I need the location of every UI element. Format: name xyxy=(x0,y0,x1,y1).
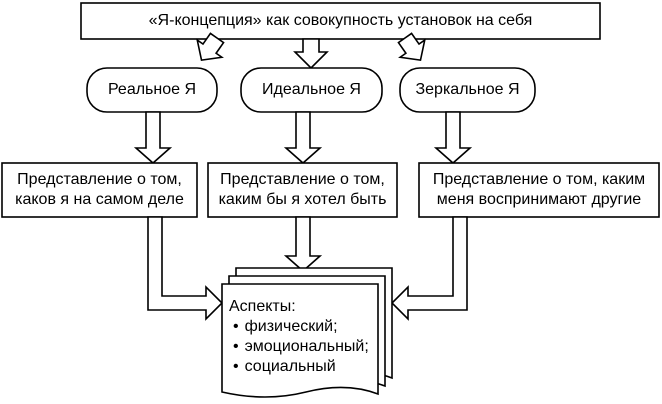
desc-mirror-line-1: Представление о том, каким xyxy=(432,171,646,188)
aspects-title: Аспекты: xyxy=(229,298,296,315)
desc-ideal-line-2: каким бы я хотел быть xyxy=(218,191,387,208)
arrow-mirror-to-desc xyxy=(433,111,473,165)
oval-mirror-self xyxy=(399,67,536,113)
oval-label-real: Реальное Я xyxy=(107,81,197,98)
desc-box-ideal xyxy=(207,162,398,218)
aspects-list: Аспекты: физический; эмоциональный; соци… xyxy=(229,297,369,377)
arrow-top-to-real xyxy=(196,32,225,62)
arrow-top-to-ideal xyxy=(293,38,329,70)
arrow-ideal-to-desc xyxy=(283,111,323,165)
arrow-ideal-to-aspects xyxy=(283,216,323,273)
top-box xyxy=(80,2,601,40)
oval-ideal-self xyxy=(240,67,383,113)
aspect-item-emotional: эмоциональный; xyxy=(229,337,369,357)
desc-text-real: Представление о том, каков я на самом де… xyxy=(2,163,197,217)
desc-box-mirror xyxy=(418,162,660,218)
arrow-top-to-mirror xyxy=(397,32,426,62)
desc-box-real xyxy=(1,162,198,218)
desc-real-line-1: Представление о том, xyxy=(17,171,182,188)
arrow-real-to-aspects xyxy=(147,216,224,321)
desc-text-mirror: Представление о том, каким меня восприни… xyxy=(419,163,659,217)
aspect-item-social: социальный xyxy=(229,357,369,377)
desc-ideal-line-1: Представление о том, xyxy=(220,171,385,188)
aspects-items: физический; эмоциональный; социальный xyxy=(229,317,369,377)
arrow-real-to-desc xyxy=(133,111,173,165)
desc-real-line-2: каков я на самом деле xyxy=(15,191,184,208)
desc-text-ideal: Представление о том, каким бы я хотел бы… xyxy=(208,163,397,217)
arrow-mirror-to-aspects xyxy=(390,216,468,321)
desc-mirror-line-2: меня воспринимают другие xyxy=(436,191,642,208)
top-title: «Я-концепция» как совокупность установок… xyxy=(148,12,533,29)
aspect-item-physical: физический; xyxy=(229,317,369,337)
oval-label-ideal: Идеальное Я xyxy=(262,81,361,98)
oval-label-mirror: Зеркальное Я xyxy=(415,81,520,98)
